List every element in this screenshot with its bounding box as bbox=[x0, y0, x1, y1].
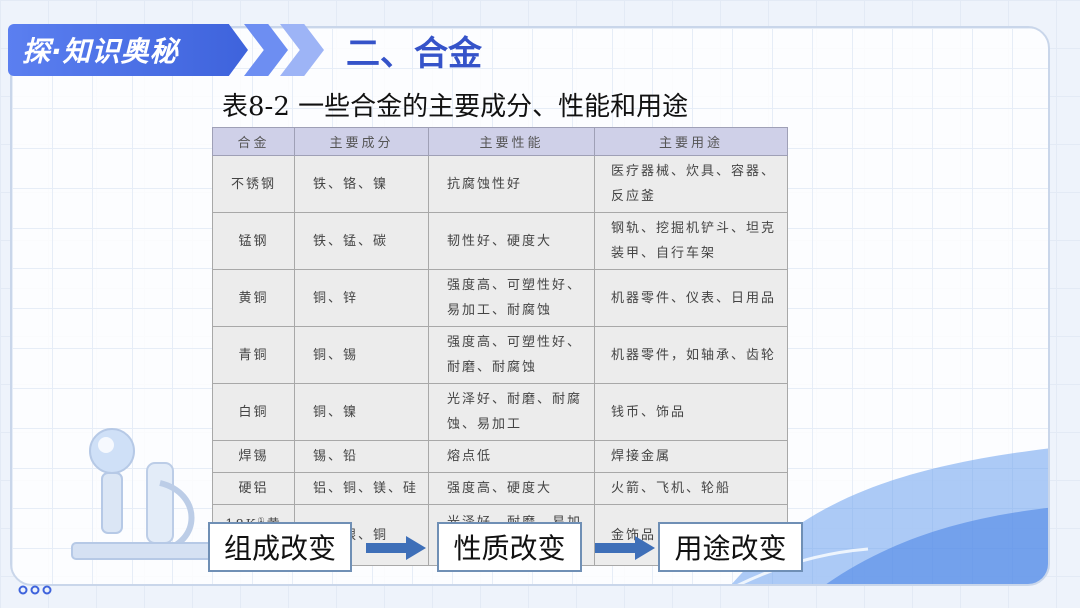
header-alloy: 合金 bbox=[212, 127, 295, 156]
arrow-right-icon bbox=[595, 536, 655, 560]
wave-decoration bbox=[731, 448, 1048, 584]
flow-step-use: 用途改变 bbox=[658, 522, 803, 572]
table-row: 硬铝 铝、铜、镁、硅 强度高、硬度大 火箭、飞机、轮船 bbox=[212, 472, 788, 505]
header-properties: 主要性能 bbox=[428, 127, 595, 156]
header-uses: 主要用途 bbox=[594, 127, 788, 156]
footnote-marker: ① bbox=[257, 516, 267, 525]
cell-properties: 强度高、可塑性好、易加工、耐腐蚀 bbox=[428, 269, 595, 327]
table-header-row: 合金 主要成分 主要性能 主要用途 bbox=[212, 127, 788, 156]
cell-uses: 医疗器械、炊具、容器、反应釜 bbox=[594, 155, 788, 213]
cell-properties: 韧性好、硬度大 bbox=[428, 212, 595, 270]
cell-components: 铁、铬、镍 bbox=[294, 155, 429, 213]
table-row: 焊锡 锡、铅 熔点低 焊接金属 bbox=[212, 440, 788, 473]
cell-components: 铝、铜、镁、硅 bbox=[294, 472, 429, 505]
cell-alloy: 不锈钢 bbox=[212, 155, 295, 213]
cell-uses: 钢轨、挖掘机铲斗、坦克装甲、自行车架 bbox=[594, 212, 788, 270]
cell-properties: 熔点低 bbox=[428, 440, 595, 473]
cell-uses: 火箭、飞机、轮船 bbox=[594, 472, 788, 505]
cell-properties: 强度高、可塑性好、耐磨、耐腐蚀 bbox=[428, 326, 595, 384]
flask-decor-icon bbox=[71, 428, 213, 560]
flow-step-composition: 组成改变 bbox=[208, 522, 352, 572]
section-banner bbox=[8, 24, 248, 76]
table-title: 表8-2 一些合金的主要成分、性能和用途 bbox=[222, 92, 689, 122]
table-row: 锰钢 铁、锰、碳 韧性好、硬度大 钢轨、挖掘机铲斗、坦克装甲、自行车架 bbox=[212, 212, 788, 270]
cell-alloy: 黄铜 bbox=[212, 269, 295, 327]
cell-uses: 钱币、饰品 bbox=[594, 383, 788, 441]
cell-uses: 机器零件、仪表、日用品 bbox=[594, 269, 788, 327]
banner-label: 探·知识奥秘 bbox=[22, 35, 179, 68]
header-components: 主要成分 bbox=[294, 127, 429, 156]
cell-components: 铜、锌 bbox=[294, 269, 429, 327]
cell-alloy: 锰钢 bbox=[212, 212, 295, 270]
dots-icon bbox=[18, 585, 52, 595]
cell-components: 铁、锰、碳 bbox=[294, 212, 429, 270]
cell-alloy: 硬铝 bbox=[212, 472, 295, 505]
alloy-table: 合金 主要成分 主要性能 主要用途 不锈钢 铁、铬、镍 抗腐蚀性好 医疗器械、炊… bbox=[212, 127, 788, 567]
cell-properties: 抗腐蚀性好 bbox=[428, 155, 595, 213]
table-row: 黄铜 铜、锌 强度高、可塑性好、易加工、耐腐蚀 机器零件、仪表、日用品 bbox=[212, 269, 788, 327]
flow-step-property: 性质改变 bbox=[437, 522, 582, 572]
table-row: 不锈钢 铁、铬、镍 抗腐蚀性好 医疗器械、炊具、容器、反应釜 bbox=[212, 155, 788, 213]
cell-properties: 强度高、硬度大 bbox=[428, 472, 595, 505]
arrow-right-icon bbox=[366, 536, 426, 560]
table-row: 青铜 铜、锡 强度高、可塑性好、耐磨、耐腐蚀 机器零件，如轴承、齿轮 bbox=[212, 326, 788, 384]
table-row: 白铜 铜、镍 光泽好、耐磨、耐腐蚀、易加工 钱币、饰品 bbox=[212, 383, 788, 441]
cell-components: 铜、锡 bbox=[294, 326, 429, 384]
section-heading: 二、合金 bbox=[346, 34, 482, 74]
cell-components: 锡、铅 bbox=[294, 440, 429, 473]
cell-alloy: 青铜 bbox=[212, 326, 295, 384]
cell-properties: 光泽好、耐磨、耐腐蚀、易加工 bbox=[428, 383, 595, 441]
cell-alloy: 白铜 bbox=[212, 383, 295, 441]
cell-uses: 焊接金属 bbox=[594, 440, 788, 473]
cell-uses: 机器零件，如轴承、齿轮 bbox=[594, 326, 788, 384]
cell-alloy: 焊锡 bbox=[212, 440, 295, 473]
cell-components: 铜、镍 bbox=[294, 383, 429, 441]
